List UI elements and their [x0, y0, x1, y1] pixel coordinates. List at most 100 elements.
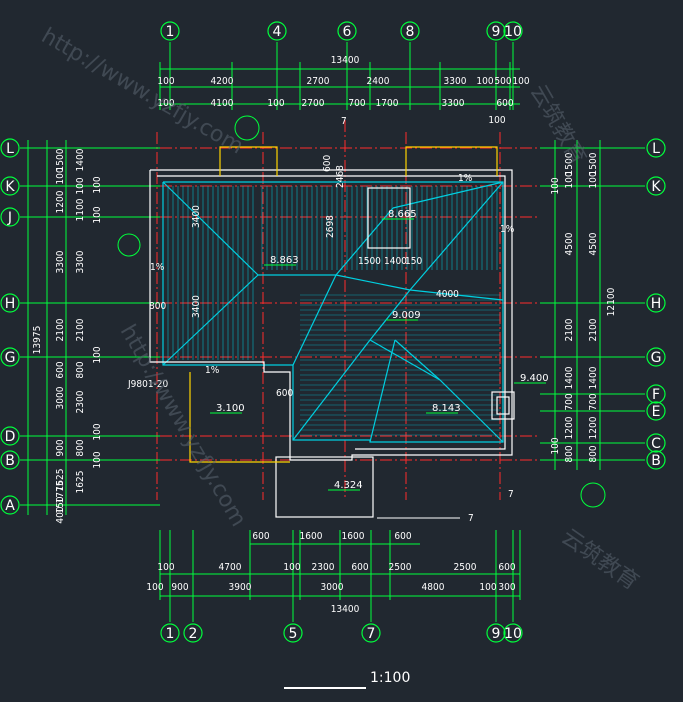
top-dim-row1-3: 2400	[367, 76, 390, 87]
left-dim-outer-1: 100	[55, 167, 66, 184]
inner-dim-7: 150	[405, 256, 422, 267]
left-dim-mark-0: 100	[92, 176, 103, 193]
bottom-dim-row1-3: 2300	[312, 562, 335, 573]
right-dim-mark-1: 100	[550, 437, 561, 454]
inner-dim-10: 600	[276, 388, 293, 399]
building-walls	[149, 146, 515, 518]
left-dim-outer-8: 1625	[55, 469, 66, 492]
top-dim-row1-0: 100	[157, 76, 174, 87]
top-dim-row2-1: 4100	[211, 98, 234, 109]
right-dim-inner-1: 100	[588, 171, 599, 188]
slope-label-2: 1%	[150, 262, 165, 273]
axis-left-H: H	[5, 296, 16, 312]
elevation-4: 3.100	[216, 403, 245, 414]
top-dim-row1-7: 100	[512, 76, 529, 87]
axis-top-6-circle	[337, 21, 357, 41]
top-dim-row2-5: 1700	[376, 98, 399, 109]
axis-top-10-circle	[503, 21, 523, 41]
axis-right-E: E	[652, 404, 661, 420]
detail-reference: J9801-20	[127, 379, 169, 390]
inner-dim-9: 800	[149, 301, 166, 312]
axis-right-F-circle	[646, 384, 666, 404]
top-total-dim: 13400	[331, 55, 360, 66]
top-dim-row2-4: 700	[348, 98, 365, 109]
callout-bottom: 7	[468, 513, 474, 524]
bottom-dim-row1-2: 100	[283, 562, 300, 573]
axis-right-K: K	[651, 179, 661, 195]
right-dim-mark-0: 100	[550, 177, 561, 194]
axis-top-8-circle	[400, 21, 420, 41]
left-total-dim: 13975	[32, 326, 43, 355]
axis-right-C: C	[651, 436, 661, 452]
axis-bottom-9: 9	[492, 626, 501, 642]
axis-right-H: H	[651, 296, 662, 312]
axis-right-G-circle	[646, 347, 666, 367]
axis-bottom-7: 7	[367, 626, 376, 642]
bottom-dim-row1-0: 100	[157, 562, 174, 573]
axis-left-D: D	[5, 429, 16, 445]
bottom-dim-row1-7: 600	[498, 562, 515, 573]
watermark-0: http://www.yzfjy.com	[37, 24, 248, 160]
bottom-dim-row2-2: 3900	[229, 582, 252, 593]
left-dim-outer-9: 1775	[55, 481, 66, 504]
axis-left-J-circle	[0, 207, 20, 227]
bottom-dim-row1-6: 2500	[454, 562, 477, 573]
axis-right-G: G	[651, 350, 662, 366]
right-dim-outer-3: 2100	[564, 318, 575, 341]
left-dim-inner-6: 2300	[75, 390, 86, 413]
left-dim-inner-3: 3300	[75, 250, 86, 273]
right-total-dim: 12100	[606, 287, 617, 316]
left-dim-outer-2: 1200	[55, 190, 66, 213]
bottom-dim-row1-1: 4700	[219, 562, 242, 573]
roof-outline	[162, 181, 504, 443]
axis-left-J: J	[7, 210, 12, 226]
left-dim-mark-2: 100	[92, 346, 103, 363]
left-dim-inner-7: 800	[75, 439, 86, 456]
scale-block: 1:100	[284, 670, 410, 689]
elevation-6: 4.324	[334, 480, 363, 491]
axis-right-C-circle	[646, 433, 666, 453]
axis-right-E-circle	[646, 401, 666, 421]
axis-right-L: L	[652, 141, 660, 157]
axis-bottom-9-circle	[486, 623, 506, 643]
left-dim-mark-3: 100	[92, 423, 103, 440]
top-dim-row1-6: 500	[494, 76, 511, 87]
callout-right: 7	[508, 489, 514, 500]
callout-top: 7	[341, 116, 347, 127]
bottom-dim-inner-2: 1600	[342, 531, 365, 542]
right-dim-inner-3: 2100	[588, 318, 599, 341]
axis-left-B: B	[5, 453, 15, 469]
left-dim-outer-6: 3000	[55, 386, 66, 409]
slope-label-1: 1%	[500, 224, 515, 235]
bottom-dim-row1-4: 600	[351, 562, 368, 573]
right-dim-inner-4: 1400	[588, 366, 599, 389]
slope-label-0: 1%	[458, 173, 473, 184]
axis-right-F: F	[652, 387, 660, 403]
right-dim-outer-4: 1400	[564, 366, 575, 389]
axis-top-4-circle	[267, 21, 287, 41]
bottom-dim-row2-4: 4800	[422, 582, 445, 593]
left-dim-outer-3: 3300	[55, 250, 66, 273]
top-dim-row2-2: 100	[267, 98, 284, 109]
axis-left-D-circle	[0, 426, 20, 446]
axis-bottom-2-circle	[183, 623, 203, 643]
inner-dim-5: 1500	[358, 256, 381, 267]
left-dim-outer-4: 2100	[55, 318, 66, 341]
axis-left-A-circle	[0, 495, 20, 515]
left-dim-outer-7: 900	[55, 439, 66, 456]
elevation-2: 9.009	[392, 310, 421, 321]
axis-left-A: A	[5, 498, 15, 514]
top-dim-row2-3: 2700	[302, 98, 325, 109]
axis-top-9: 9	[492, 24, 501, 40]
left-dim-outer-10: 150	[55, 496, 66, 513]
left-dim-inner-8: 1625	[75, 471, 86, 494]
watermark-3: 云筑教育	[557, 524, 643, 595]
right-dim-outer-7: 800	[564, 445, 575, 462]
inner-dim-3: 3400	[191, 205, 202, 228]
axis-left-G: G	[5, 350, 16, 366]
axis-right-K-circle	[646, 176, 666, 196]
bottom-dim-inner-3: 600	[394, 531, 411, 542]
bottom-dim-inner-0: 600	[252, 531, 269, 542]
